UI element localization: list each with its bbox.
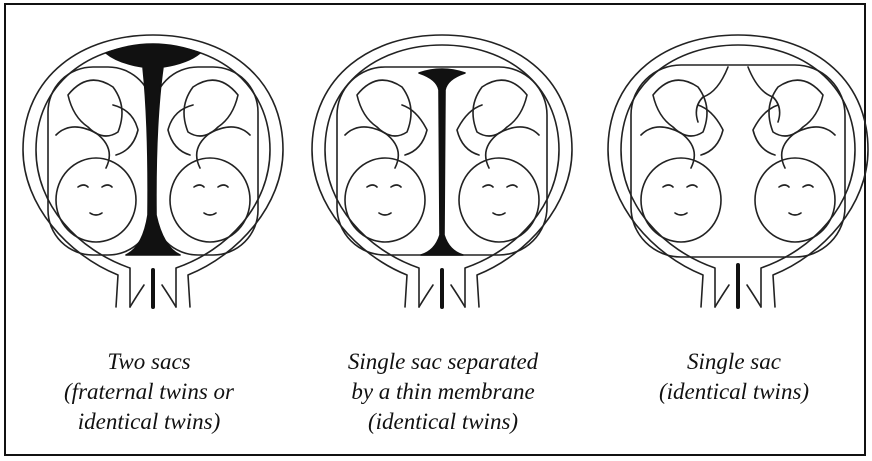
uterus-diagram-two-sacs [18,15,288,315]
amniotic-sac-left [48,67,153,255]
caption-two-sacs: Two sacs (fraternal twins or identical t… [9,347,289,437]
fetus-left [345,80,427,242]
amniotic-sac [631,65,845,257]
caption-membrane: Single sac separated by a thin membrane … [303,347,583,437]
umbilical-cords [696,67,779,122]
caption-line: Single sac separated [303,347,583,377]
fetus-left [56,80,138,242]
caption-single-sac: Single sac (identical twins) [594,347,872,407]
dividing-membrane [419,69,465,255]
figure-frame: Two sacs (fraternal twins or identical t… [4,3,866,456]
caption-line: (identical twins) [594,377,872,407]
placenta-left-twin [106,44,200,255]
fetus-right [457,80,539,242]
fetus-left [641,80,723,242]
caption-line: (identical twins) [303,407,583,437]
caption-line: Two sacs [9,347,289,377]
caption-line: (fraternal twins or [9,377,289,407]
uterus-diagram-membrane [307,15,577,315]
caption-line: identical twins) [9,407,289,437]
fetus-right [753,80,835,242]
caption-line: by a thin membrane [303,377,583,407]
amniotic-sac-right [153,67,258,255]
uterus-diagram-single-sac [603,15,872,315]
fetus-right [168,80,250,242]
caption-line: Single sac [594,347,872,377]
